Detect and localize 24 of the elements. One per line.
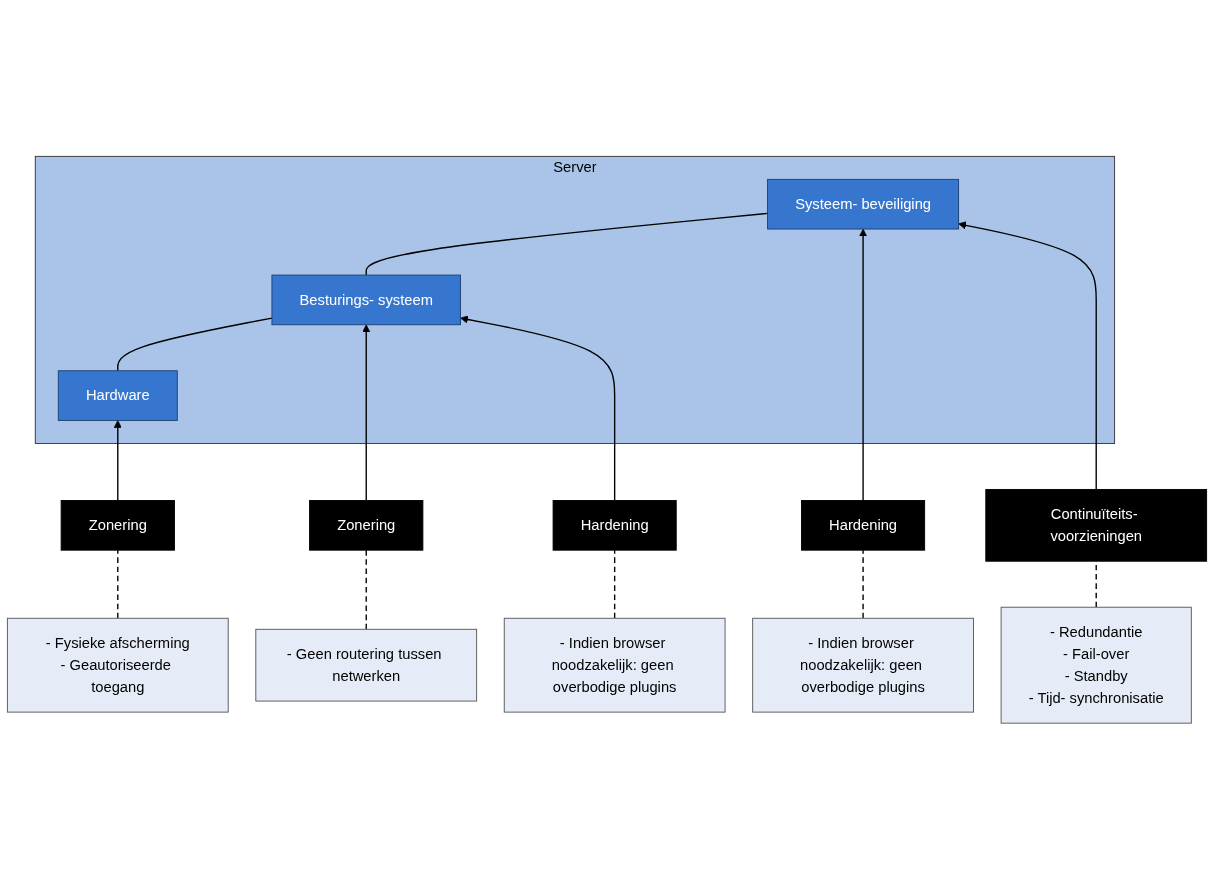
node-box: Hardening [552,499,677,551]
arrow [362,324,371,501]
node-box: - Indien browser noodzakelijk: geen overbodige plugins [752,617,974,713]
node-box: - Indien browser noodzakelijk: geen overbodige plugins [503,617,726,713]
node-box: Zonering [60,499,175,551]
node-box: Zonering [309,499,424,551]
arrow [460,315,616,501]
connector [862,549,864,619]
connector [365,549,367,630]
node-box: Continuïteits- voorzieningen [985,488,1208,562]
node-box: Hardware [57,370,178,421]
node-box: - Geen routering tussen netwerken [255,628,478,702]
arrow [113,419,122,501]
node-box: Besturings- systeem [271,274,461,325]
connector [117,317,273,372]
arrow [859,228,868,501]
node-box: - Redundantie - Fail-over - Standby - Tijd- synchronisatie [1000,606,1192,724]
node-box: Systeem- beveiliging [767,178,960,230]
connector [613,549,616,619]
arrow [958,221,1097,490]
node-box: Hardening [801,499,926,551]
connector [117,549,119,619]
node-box: - Fysieke afscherming - Geautoriseerde toegang [6,617,229,713]
connector [365,212,769,276]
